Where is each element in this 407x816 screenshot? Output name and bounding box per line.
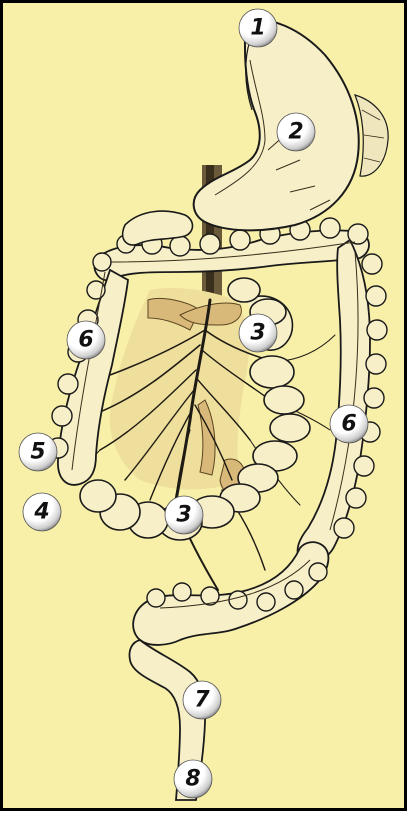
marker-6-right: 6 — [330, 405, 368, 443]
marker-8: 8 — [174, 760, 212, 798]
marker-3-upper: 3 — [239, 314, 277, 352]
marker-4-label: 4 — [33, 500, 49, 525]
marker-3-lower: 3 — [165, 496, 203, 534]
marker-5-label: 5 — [30, 440, 45, 465]
marker-3-lower-label: 3 — [176, 503, 191, 528]
marker-7: 7 — [183, 681, 221, 719]
marker-7-label: 7 — [194, 688, 210, 713]
marker-1: 1 — [239, 9, 277, 47]
marker-5: 5 — [19, 433, 57, 471]
marker-1-label: 1 — [250, 16, 265, 41]
marker-6-left-label: 6 — [78, 328, 93, 353]
marker-8-label: 8 — [185, 767, 200, 792]
marker-3-upper-label: 3 — [250, 321, 265, 346]
marker-6-right-label: 6 — [341, 412, 356, 437]
marker-2-label: 2 — [288, 120, 303, 145]
marker-4: 4 — [23, 493, 61, 531]
marker-2: 2 — [277, 113, 315, 151]
marker-6-left: 6 — [67, 321, 105, 359]
